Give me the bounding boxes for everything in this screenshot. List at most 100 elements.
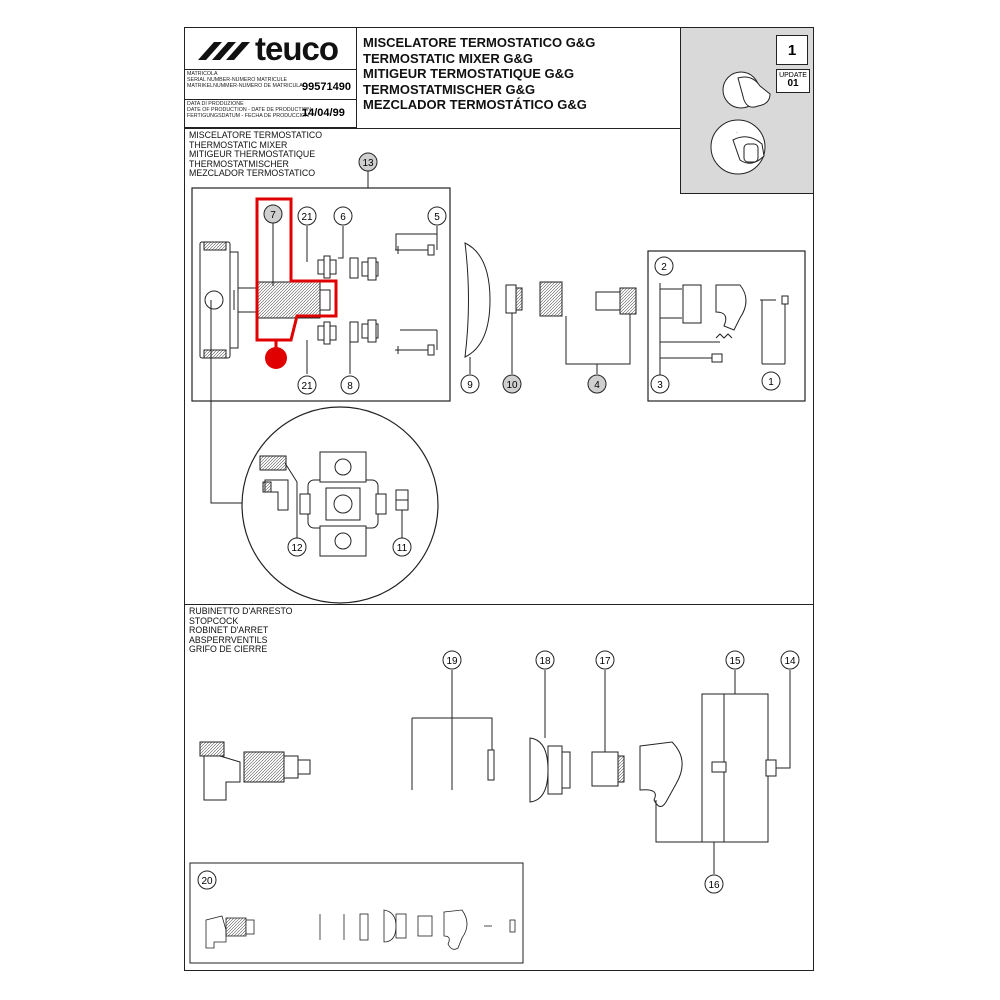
callout-12-label: 12 [291, 543, 303, 554]
title-en: TERMOSTATIC MIXER G&G [363, 50, 533, 66]
callout-1-label: 1 [768, 377, 774, 388]
part-10-ring [505, 284, 523, 374]
part-16-handle [639, 741, 714, 843]
callout-18-label: 18 [539, 656, 551, 667]
callout-21-top-label: 21 [301, 212, 313, 223]
assembly-box-13 [191, 187, 451, 402]
update-box: UPDATE 01 [776, 69, 810, 93]
box-2 [647, 250, 806, 402]
callout-20 [197, 870, 217, 890]
section-stopcock-it: RUBINETTO D'ARRESTO [189, 606, 293, 616]
callout-9-label: 9 [467, 380, 473, 391]
section-stopcock-es: GRIFO DE CIERRE [189, 644, 268, 655]
section-stopcock-en: STOPCOCK [189, 615, 239, 626]
mixer-body [199, 241, 331, 359]
part-12-elbow [259, 455, 298, 538]
callout-8 [340, 375, 360, 395]
callout-5-label: 5 [434, 212, 440, 223]
part-17-sleeve [591, 670, 625, 787]
callout-18 [535, 650, 555, 670]
callout-6-label: 6 [340, 212, 346, 223]
callout-14-label: 14 [784, 656, 796, 667]
section-stopcock-fr: ROBINET D'ARRET [189, 625, 269, 636]
callout-6 [333, 206, 353, 226]
callout-11-label: 11 [397, 543, 408, 554]
page-number: 1 [776, 35, 808, 65]
part-2-handle [659, 283, 789, 376]
callout-15-label: 15 [729, 656, 741, 667]
callout-8-label: 8 [347, 381, 353, 392]
highlight-dot [265, 347, 287, 369]
callout-15 [725, 650, 745, 670]
callout-2-label: 2 [661, 262, 667, 273]
callout-20-label: 20 [201, 876, 213, 887]
serial-cell [185, 70, 357, 100]
title-block: MISCELATORE TERMOSTATICO G&G TERMOSTATIC… [363, 35, 595, 113]
callout-19-label: 19 [446, 656, 458, 667]
section-label-mixer: MISCELATORE TERMOSTATICO THERMOSTATIC MI… [189, 130, 323, 179]
section-mixer-es: MEZCLADOR TERMOSTATICO [189, 168, 316, 179]
title-es: MEZCLADOR TERMOSTÁTICO G&G [363, 97, 587, 113]
callout-13-label: 13 [362, 158, 374, 169]
part-6-8-plugs [338, 226, 379, 374]
callout-10 [502, 374, 522, 394]
svg-text:·: · [736, 130, 738, 136]
section-stopcock-de: ABSPERRVENTILS [189, 634, 268, 645]
callout-3 [650, 374, 670, 394]
callout-5 [427, 206, 447, 226]
callout-17 [595, 650, 615, 670]
header-divider [185, 128, 680, 129]
update-number: 01 [787, 78, 799, 89]
highlight-outline-7 [255, 197, 338, 342]
section-label-stopcock: RUBINETTO D'ARRESTO STOPCOCK ROBINET D'A… [189, 606, 293, 655]
part-18-rosette [529, 670, 571, 803]
callout-11 [392, 537, 412, 557]
part-20-kit [205, 909, 516, 950]
callout-12 [287, 537, 307, 557]
callout-2 [654, 256, 674, 276]
date-label-en: DATE OF PRODUCTION - DATE DE PRODUCTION [187, 107, 311, 113]
callout-16-label: 16 [708, 880, 720, 891]
date-label-it: DATA DI PRODUZIONE [187, 101, 244, 107]
part-19-pins [411, 670, 495, 790]
teuco-logo-mark [198, 42, 250, 60]
callout-21-bottom-label: 21 [301, 381, 313, 392]
serial-label-en: SERIAL NUMBER-NUMERO MATRICULE [187, 77, 288, 83]
callout-13 [358, 152, 378, 172]
part-21-fittings [306, 226, 337, 374]
drawing-sheet [184, 27, 814, 971]
callout-21-top [297, 206, 317, 226]
callout-7 [263, 204, 283, 224]
callout-4 [587, 374, 607, 394]
callout-19 [442, 650, 462, 670]
title-it: MISCELATORE TERMOSTATICO G&G [363, 35, 596, 50]
production-date: 14/04/99 [302, 107, 345, 119]
detail-valve-body [299, 451, 387, 557]
section-mixer-de: THERMOSTATMISCHER [189, 158, 289, 169]
stopcock-body [199, 741, 311, 801]
title-fr: MITIGEUR TERMOSTATIQUE G&G [363, 66, 575, 82]
callout-3-label: 3 [657, 380, 663, 391]
part-5-screws [395, 226, 438, 356]
callout-9 [460, 374, 480, 394]
serial-number: 99571490 [302, 81, 351, 93]
callout-7-label: 7 [270, 210, 276, 221]
part-9-plate [464, 242, 491, 374]
part-14-screw [765, 670, 791, 777]
callout-1 [761, 371, 781, 391]
update-label: UPDATE [779, 72, 807, 79]
title-de: TERMOSTATMISCHER G&G [363, 81, 536, 97]
box-20 [189, 862, 524, 964]
teuco-logo-text: teuco [255, 30, 339, 67]
serial-label-de: MATRIKELNUMMER-NUMERO DE MATRICULA [187, 83, 303, 89]
serial-label-it: MATRICOLA [187, 71, 218, 77]
logo-cell [185, 28, 357, 70]
section-mixer-it: MISCELATORE TERMOSTATICO [189, 130, 323, 140]
callout-17-label: 17 [599, 656, 611, 667]
section-mixer-en: THERMOSTATIC MIXER [189, 139, 288, 150]
part-15-panel [701, 670, 769, 874]
callout-14 [780, 650, 800, 670]
part-4-adapter [539, 281, 637, 374]
